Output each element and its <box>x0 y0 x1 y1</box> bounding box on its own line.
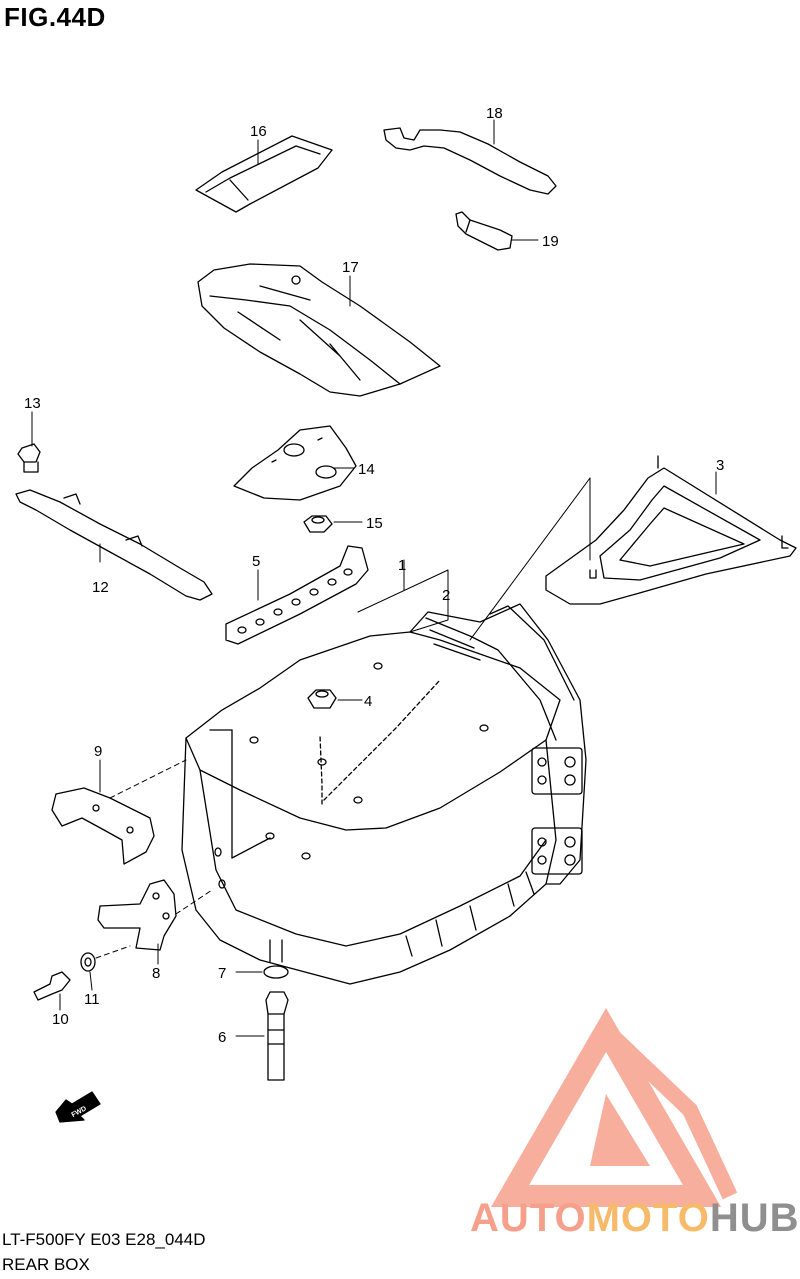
part-12-bar <box>15 489 213 601</box>
fwd-arrow-icon <box>55 1091 101 1123</box>
model-code: LT-F500FY E03 E28_044D <box>2 1230 206 1249</box>
callout-11: 11 <box>84 991 100 1008</box>
part-8-bracket <box>97 879 177 951</box>
part-16-strap <box>195 135 333 213</box>
callout-7: 7 <box>218 965 226 982</box>
part-9-bracket <box>51 787 155 865</box>
callout-12: 12 <box>92 579 109 596</box>
part-17-tool-bag <box>197 263 441 397</box>
watermark-part2: MOTO <box>586 1196 710 1240</box>
part-7-clip <box>263 939 289 979</box>
callout-8: 8 <box>152 965 160 982</box>
part-13-bolt <box>17 443 41 473</box>
callout-15: 15 <box>366 515 383 532</box>
callout-1: 1 <box>398 557 406 574</box>
part-10-pin <box>33 971 71 1001</box>
part-15-nut <box>303 515 333 533</box>
part-2-hinge-frame <box>409 603 587 885</box>
callout-10: 10 <box>52 1011 69 1028</box>
part-6-tube <box>265 991 289 1081</box>
part-19-tool <box>455 211 513 251</box>
watermark-part3: HUB <box>709 1196 800 1240</box>
part-14-bracket <box>233 425 357 501</box>
part-4-nut <box>307 689 337 709</box>
part-11-washer <box>80 952 96 972</box>
callout-16: 16 <box>250 123 267 140</box>
callout-3: 3 <box>716 457 724 474</box>
callout-14: 14 <box>358 461 375 478</box>
part-18-wrench <box>383 127 557 195</box>
callout-5: 5 <box>252 553 260 570</box>
part-5-strip <box>225 545 369 645</box>
callout-19: 19 <box>542 233 559 250</box>
automotohub-logo <box>490 1008 738 1207</box>
figure-title: FIG.44D <box>4 2 106 32</box>
part-1-rear-box <box>181 631 561 985</box>
callout-18: 18 <box>486 105 503 122</box>
part-3-frame <box>545 455 797 605</box>
callout-9: 9 <box>94 743 102 760</box>
watermark-part1: AUTO <box>470 1196 587 1240</box>
callout-4: 4 <box>364 693 372 710</box>
callout-6: 6 <box>218 1029 226 1046</box>
callout-17: 17 <box>342 259 359 276</box>
watermark-text: AUTOMOTOHUB <box>470 1196 800 1241</box>
callout-13: 13 <box>24 395 41 412</box>
callout-2: 2 <box>442 587 450 604</box>
section-name: REAR BOX <box>2 1255 90 1274</box>
